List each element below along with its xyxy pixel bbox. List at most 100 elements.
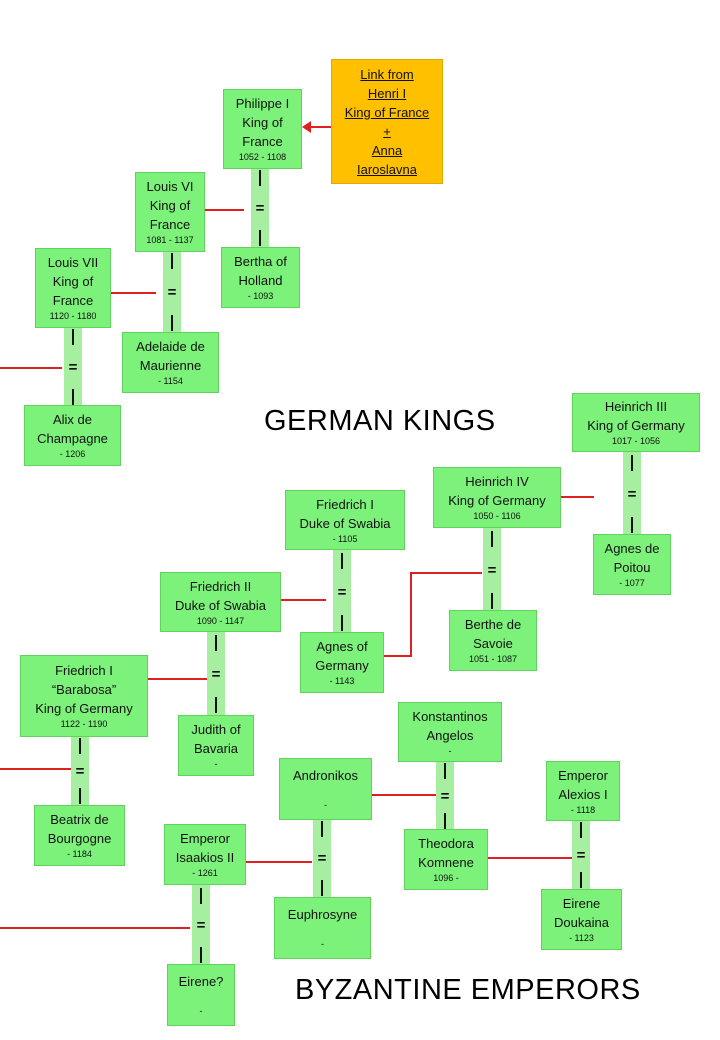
person-alexios-i: Emperor Alexios I - 1118 (546, 761, 620, 821)
marriage-bar-friedrich2-judith (207, 631, 225, 716)
dates: - (321, 939, 324, 949)
name-line: Philippe I (235, 96, 290, 111)
dates: - 1261 (192, 868, 218, 878)
person-friedrich-i-swabia: Friedrich I Duke of Swabia - 1105 (285, 490, 405, 550)
name-line: “Barabosa” (51, 682, 117, 697)
dates: - 1154 (158, 376, 183, 386)
section-title-byzantine-emperors: BYZANTINE EMPERORS (295, 974, 641, 1006)
name-line: King of Germany (35, 701, 133, 716)
name-line: Emperor (558, 767, 608, 783)
name-line: Holland (238, 273, 283, 288)
name-line: Theodora (418, 836, 474, 851)
name-line: Judith of (191, 722, 241, 737)
marriage-symbol: = (207, 635, 225, 713)
person-friedrich-i-barbarossa: Friedrich I “Barabosa” King of Germany 1… (20, 655, 148, 737)
person-agnes-of-germany: Agnes of Germany - 1143 (300, 632, 384, 693)
name-line: Heinrich III (604, 399, 668, 414)
name-line: Louis VI (146, 179, 194, 194)
marriage-symbol: = (192, 888, 210, 963)
name-line: Champagne (37, 431, 108, 446)
name-line: Alexios I (558, 786, 608, 802)
name-line: King of (149, 198, 191, 213)
name-line: Friedrich I (316, 496, 374, 512)
person-alix-de-champagne: Alix de Champagne - 1206 (24, 405, 121, 466)
name-line: King of (52, 274, 94, 289)
name-line: Eirene? (178, 974, 224, 989)
marriage-bar-heinrich4-berthe (483, 527, 501, 612)
connector-offscreen-barbarossa (0, 768, 72, 770)
name-line: Germany (315, 658, 369, 673)
connector-offscreen-isaakios (0, 927, 190, 929)
name-line: Friedrich II (189, 578, 252, 594)
connector-louis6-philippe (204, 209, 244, 211)
name-line: France (52, 293, 94, 308)
marriage-symbol: = (333, 553, 351, 631)
dates: - 1105 (332, 533, 358, 544)
marriage-bar-andronikos-euphrosyne (313, 819, 331, 898)
person-isaakios-ii: Emperor Isaakios II - 1261 (164, 824, 246, 885)
dates: - 1093 (247, 291, 274, 301)
dates: - (214, 759, 218, 769)
person-judith-of-bavaria: Judith of Bavaria - (178, 715, 254, 776)
name-line: Berthe de (464, 617, 522, 632)
dates: 1096 - (433, 873, 459, 883)
link-line[interactable]: Iaroslavna (357, 161, 417, 177)
dates: - 1123 (569, 933, 594, 943)
name-line: Maurienne (139, 358, 202, 373)
name-line: Konstantinos (412, 708, 488, 724)
name-line: Friedrich I (55, 663, 113, 678)
person-agnes-de-poitou: Agnes de Poitou - 1077 (593, 534, 671, 595)
section-title-german-kings: GERMAN KINGS (264, 405, 496, 437)
marriage-symbol: = (71, 738, 89, 804)
person-andronikos: Andronikos - (279, 758, 372, 820)
name-line: Eirene (562, 896, 601, 911)
dates: - 1143 (329, 676, 355, 686)
name-line: King of Germany (587, 418, 685, 433)
name-line: King of (242, 115, 283, 130)
name-line: Agnes de (604, 541, 660, 556)
link-line[interactable]: Anna (371, 142, 403, 158)
name-line: France (149, 217, 191, 232)
dates: 1090 - 1147 (196, 615, 245, 626)
person-heinrich-iv: Heinrich IV King of Germany 1050 - 1106 (433, 467, 561, 528)
marriage-bar-konstantinos-theodora (436, 761, 454, 831)
name-line: Angelos (426, 727, 474, 743)
connector-louis7-louis6 (110, 292, 156, 294)
marriage-bar-alexios-eirene (572, 820, 590, 890)
name-line: Louis VII (47, 255, 99, 270)
name-line: France (242, 134, 283, 149)
person-eirene-q: Eirene? - (167, 964, 235, 1026)
connector-andronikos-konstantinos (372, 794, 436, 796)
person-louis-vii: Louis VII King of France 1120 - 1180 (35, 248, 111, 328)
connector-offscreen-louis7 (0, 367, 62, 369)
connector-agnes-heinrich4-b (410, 572, 412, 657)
marriage-bar-isaakios-eirene (192, 884, 210, 965)
person-eirene-doukaina: Eirene Doukaina - 1123 (541, 889, 622, 950)
person-louis-vi: Louis VI King of France 1081 - 1137 (135, 172, 205, 252)
name-line: Heinrich IV (465, 474, 529, 489)
name-line: Bavaria (193, 741, 239, 756)
name-line: King of Germany (448, 493, 546, 508)
name-line: Euphrosyne (287, 907, 358, 922)
link-henri-anna[interactable]: Link from Henri I King of France + Anna … (331, 59, 443, 184)
dates: - 1118 (570, 804, 596, 815)
person-berthe-de-savoie: Berthe de Savoie 1051 - 1087 (449, 610, 537, 671)
name-line: Bertha of (234, 254, 287, 269)
marriage-symbol: = (251, 170, 269, 246)
person-philippe-i: Philippe I King of France 1052 - 1108 (223, 89, 302, 169)
link-line[interactable]: King of France (344, 104, 430, 120)
name-line: Andronikos (292, 768, 359, 783)
link-line[interactable]: + (383, 123, 391, 139)
person-konstantinos-angelos: Konstantinos Angelos - (398, 702, 502, 762)
link-line[interactable]: Link from (360, 66, 414, 82)
marriage-symbol: = (313, 821, 331, 896)
arrow-left-icon (302, 121, 311, 133)
marriage-symbol: = (623, 455, 641, 533)
dates: - 1206 (59, 449, 86, 459)
marriage-bar-friedrich1-agnes (333, 549, 351, 634)
name-line: Savoie (473, 636, 513, 651)
marriage-symbol: = (436, 763, 454, 829)
dates: - (324, 800, 327, 810)
person-theodora-komnene: Theodora Komnene 1096 - (404, 829, 488, 890)
link-line[interactable]: Henri I (367, 85, 407, 101)
